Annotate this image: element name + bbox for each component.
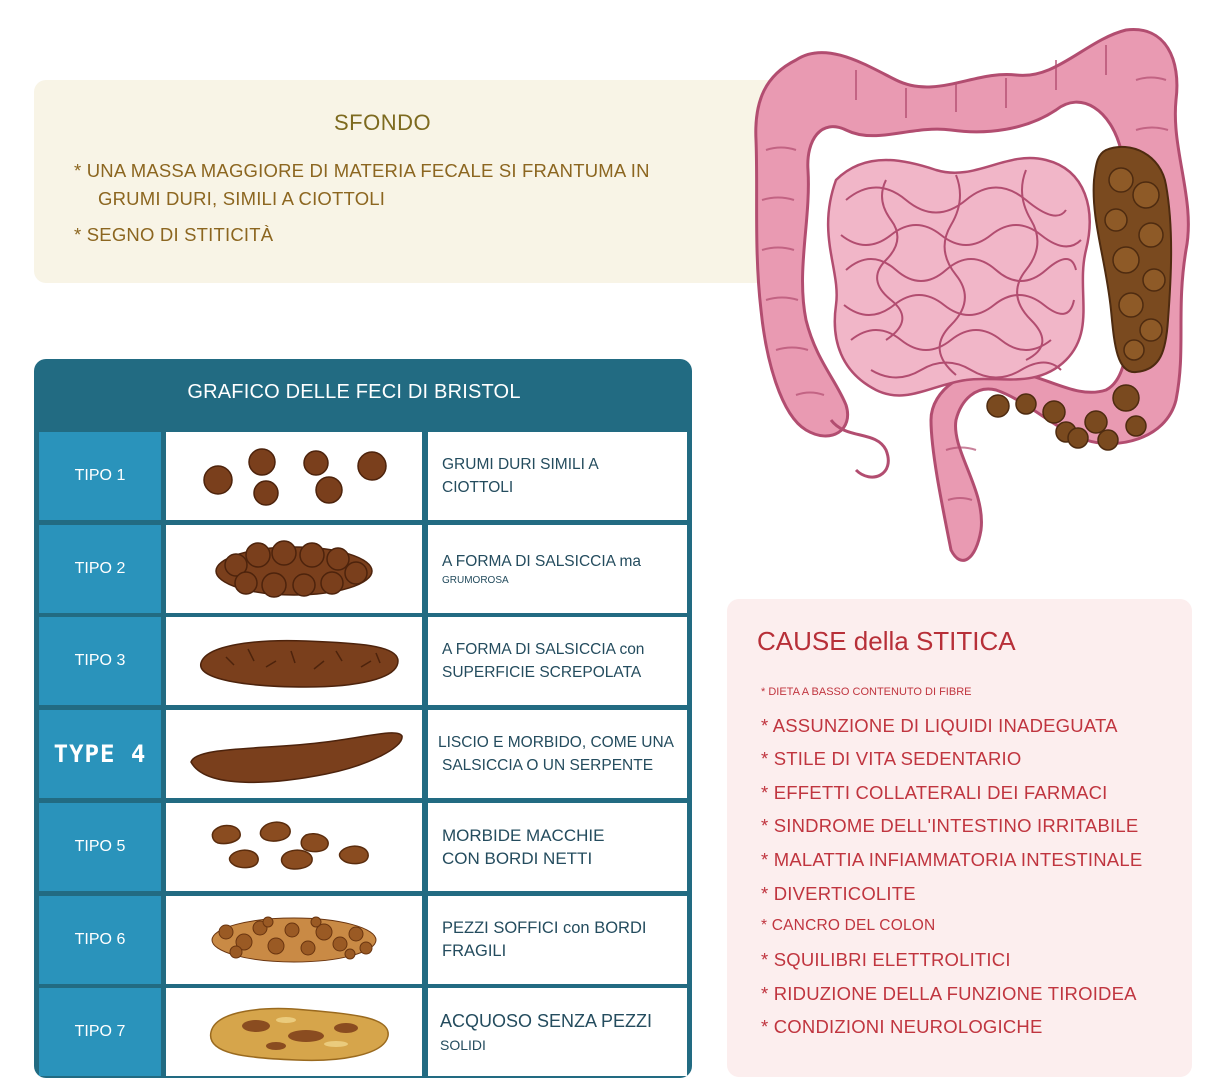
type-description: A FORMA DI SALSICCIA ma GRUMOROSA bbox=[428, 525, 687, 613]
type-label: TIPO 2 bbox=[39, 525, 161, 613]
chart-row-type-2: TIPO 2 A FORMA DI SALSICCIA ma GRUMOROSA bbox=[39, 525, 687, 613]
background-point-1-line-1: * UNA MASSA MAGGIORE DI MATERIA FECALE S… bbox=[74, 160, 650, 181]
background-point-2: * SEGNO DI STITICITÀ bbox=[74, 224, 274, 245]
chart-row-type-5: TIPO 5 MORBIDE MACCHIE CON BORDI NETTI bbox=[39, 803, 687, 891]
type-description: ACQUOSO SENZA PEZZI SOLIDI bbox=[428, 988, 687, 1076]
type-description: LISCIO E MORBIDO, COME UNA SALSICCIA O U… bbox=[428, 710, 687, 798]
bristol-chart: GRAFICO DELLE FECI DI BRISTOL TIPO 1 GRU… bbox=[34, 359, 692, 1078]
type-7-stool-image bbox=[166, 988, 422, 1076]
cause-item: * STILE DI VITA SEDENTARIO bbox=[761, 748, 1022, 769]
cause-item: * ASSUNZIONE DI LIQUIDI INADEGUATA bbox=[761, 715, 1118, 736]
background-title: SFONDO bbox=[334, 110, 432, 135]
causes-card: CAUSE della STITICA * DIETA A BASSO CONT… bbox=[727, 599, 1192, 1077]
type-4-stool-image bbox=[166, 710, 422, 798]
cause-item: * CONDIZIONI NEUROLOGICHE bbox=[761, 1016, 1043, 1037]
chart-row-type-6: TIPO 6 PEZZI SOFFICI con BORDI FRAGILI bbox=[39, 896, 687, 984]
type-label: TYPE 4 bbox=[39, 710, 161, 798]
chart-row-type-7: TIPO 7 ACQUOSO SENZA PEZZI SOLIDI bbox=[39, 988, 687, 1076]
small-intestine bbox=[826, 156, 1091, 397]
type-5-stool-image bbox=[166, 803, 422, 891]
cause-item: * SQUILIBRI ELETTROLITICI bbox=[761, 949, 1011, 970]
chart-row-type-3: TIPO 3 A FORMA DI SALSICCIA con SUPERFIC… bbox=[39, 617, 687, 705]
causes-title: CAUSE della STITICA bbox=[757, 626, 1016, 656]
cause-item: * SINDROME DELL'INTESTINO IRRITABILE bbox=[761, 815, 1139, 836]
background-card: SFONDO * UNA MASSA MAGGIORE DI MATERIA F… bbox=[34, 80, 794, 283]
type-label: TIPO 5 bbox=[39, 803, 161, 891]
type-description: A FORMA DI SALSICCIA con SUPERFICIE SCRE… bbox=[428, 617, 687, 705]
type-description: GRUMI DURI SIMILI A CIOTTOLI bbox=[428, 432, 687, 520]
type-label: TIPO 7 bbox=[39, 988, 161, 1076]
type-label: TIPO 1 bbox=[39, 432, 161, 520]
cause-item: * DIVERTICOLITE bbox=[761, 883, 916, 904]
type-3-stool-image bbox=[166, 617, 422, 705]
cause-item: * EFFETTI COLLATERALI DEI FARMACI bbox=[761, 782, 1108, 803]
chart-row-type-4: TYPE 4 LISCIO E MORBIDO, COME UNA SALSIC… bbox=[39, 710, 687, 798]
background-point-1-line-2: GRUMI DURI, SIMILI A CIOTTOLI bbox=[98, 188, 386, 209]
type-label: TIPO 6 bbox=[39, 896, 161, 984]
type-2-stool-image bbox=[166, 525, 422, 613]
cause-item: * CANCRO DEL COLON bbox=[761, 917, 936, 934]
chart-title: GRAFICO DELLE FECI DI BRISTOL bbox=[187, 381, 521, 403]
type-1-stool-image bbox=[166, 432, 422, 520]
type-label: TIPO 3 bbox=[39, 617, 161, 705]
cause-item: * RIDUZIONE DELLA FUNZIONE TIROIDEA bbox=[761, 983, 1137, 1004]
cause-item: * DIETA A BASSO CONTENUTO DI FIBRE bbox=[761, 686, 972, 698]
type-description: MORBIDE MACCHIE CON BORDI NETTI bbox=[428, 803, 687, 891]
type-6-stool-image bbox=[166, 896, 422, 984]
type-description: PEZZI SOFFICI con BORDI FRAGILI bbox=[428, 896, 687, 984]
cause-item: * MALATTIA INFIAMMATORIA INTESTINALE bbox=[761, 849, 1143, 870]
intestine-illustration bbox=[754, 28, 1190, 562]
chart-row-type-1: TIPO 1 GRUMI DURI SIMILI A CIOTTOLI bbox=[39, 432, 687, 520]
